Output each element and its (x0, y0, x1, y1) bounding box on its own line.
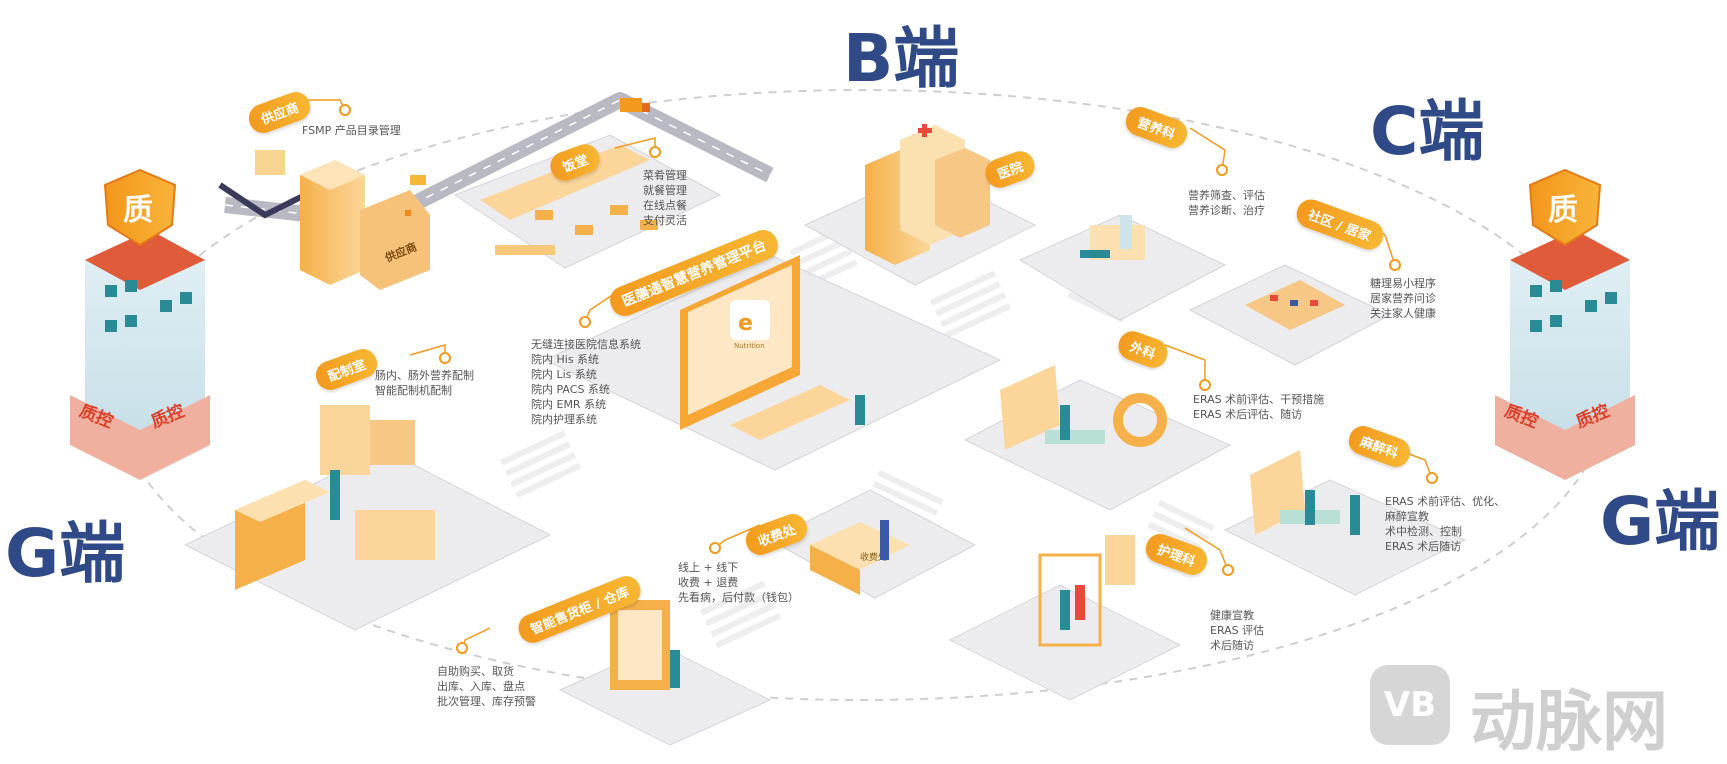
tile-nutrition (1018, 214, 1227, 321)
truck-icon (620, 98, 650, 112)
community-scene (1245, 280, 1345, 330)
community-desc: 糖理易小程序 居家营养问诊 关注家人健康 (1370, 277, 1436, 320)
quality-tower-right (1495, 168, 1635, 480)
watermark-logo: VB (1370, 665, 1450, 745)
cashier-scene: 收费处 (810, 520, 910, 595)
anesthesia-scene (1250, 450, 1360, 535)
region-g-left-title: G端 (5, 515, 126, 592)
dispensary-desc: 肠内、肠外营养配制 智能配制机配制 (375, 369, 474, 397)
quality-shield-left: 质 (123, 193, 153, 228)
monitor-brand: Nutrition (734, 342, 765, 350)
quality-tower-left (70, 168, 210, 480)
canteen-desc: 菜肴管理 就餐管理 在线点餐 支付灵活 (643, 169, 687, 227)
conveyor-belt (218, 182, 307, 219)
cabinet-desc: 自助购买、取货 出库、入库、盘点 批次管理、库存预警 (437, 665, 536, 708)
supplier-building (255, 150, 430, 290)
watermark-text: 动脉网 (1470, 683, 1668, 760)
hospital-buildings (865, 124, 990, 265)
truck-small-icon (410, 175, 426, 185)
central-monitor: e Nutrition (680, 255, 865, 440)
region-c-title: C端 (1370, 93, 1485, 170)
leader-lines (305, 99, 1433, 649)
cashier-desc: 线上 + 线下 收费 + 退费 先看病，后付款（钱包） (678, 561, 799, 604)
canteen-scene (480, 145, 658, 255)
supplier-desc: FSMP 产品目录管理 (302, 124, 401, 137)
tile-nursing (948, 584, 1182, 701)
nutrition-scene (1080, 215, 1145, 260)
quality-shield-right: 质 (1548, 193, 1578, 228)
anesthesia-desc: ERAS 术前评估、优化、 麻醉宣教 术中检测、控制 ERAS 术后随访 (1385, 495, 1506, 553)
vending-cabinet (610, 600, 680, 690)
region-g-right-title: G端 (1600, 483, 1721, 560)
surgery-desc: ERAS 术前评估、干预措施 ERAS 术后评估、随访 (1193, 393, 1325, 421)
leader-dots (339, 104, 1438, 654)
nutrition-logo: e (738, 311, 753, 336)
nursing-desc: 健康宣教 ERAS 评估 术后随访 (1210, 609, 1265, 652)
platform-desc: 无缝连接医院信息系统 院内 His 系统 院内 Lis 系统 院内 PACS 系… (531, 338, 641, 426)
nutrition-desc: 营养筛查、评估 营养诊断、治疗 (1188, 189, 1265, 217)
region-b-title: B端 (843, 20, 960, 97)
dispensary-scene (235, 405, 435, 590)
surgery-scene (1000, 365, 1167, 450)
watermark-logo-text: VB (1383, 685, 1437, 725)
nursing-scene (1038, 535, 1135, 647)
